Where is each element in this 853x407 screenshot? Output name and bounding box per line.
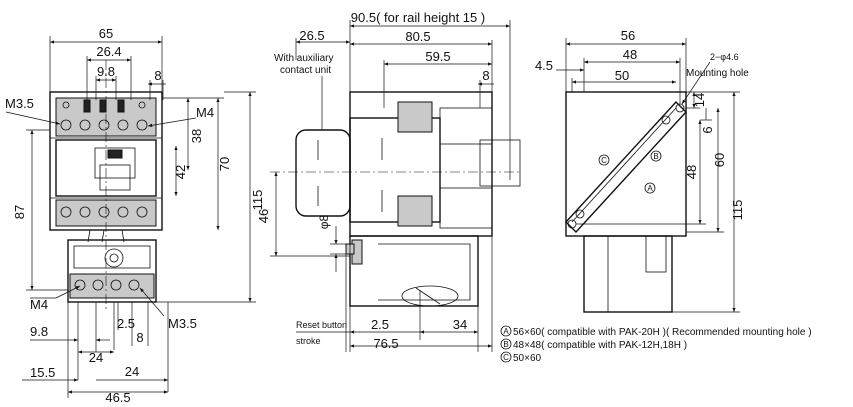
- dim-4-5: 4.5: [535, 58, 553, 73]
- diagonal-rail: [565, 100, 687, 234]
- dim-14: 14: [692, 93, 707, 107]
- dim-90-5-rail: 90.5( for rail height 15 ): [351, 10, 485, 25]
- dim-24-b: 24: [125, 364, 139, 379]
- hole-spec: 2−φ4.6: [710, 52, 739, 62]
- dim-9-8-bottom: 9.8: [30, 324, 48, 339]
- dim-6: 6: [700, 126, 715, 133]
- dim-2-5-side: 2.5: [371, 317, 389, 332]
- legend-text-b: 48×48( compatible with PAK-12H,18H ): [513, 340, 687, 351]
- hole-label: Mounting hole: [686, 68, 749, 79]
- aux-label-line1: With auxiliary: [274, 53, 333, 64]
- dim-24-a: 24: [89, 350, 103, 365]
- mounting-view: C B A 56 48 4.5 50 2−φ4.6 Mounting hole …: [535, 28, 749, 313]
- dim-70: 70: [217, 157, 232, 171]
- area-label-a: A: [647, 184, 653, 193]
- dim-2-5-front: 2.5: [117, 316, 135, 331]
- dim-115-front: 115: [250, 190, 265, 211]
- dim-8-bottom: 8: [136, 330, 143, 345]
- dim-115-mount: 115: [730, 200, 745, 221]
- dim-8-side: 8: [482, 68, 489, 83]
- dim-76-5: 76.5: [373, 336, 398, 351]
- area-label-b: B: [653, 152, 658, 161]
- legend: A 56×60( compatible with PAK-20H )( Reco…: [500, 325, 812, 364]
- dim-48-top: 48: [623, 47, 637, 62]
- side-view: 90.5( for rail height 15 ) 26.5 With aux…: [256, 10, 522, 352]
- dim-15-5: 15.5: [30, 365, 55, 380]
- svg-text:B: B: [503, 340, 508, 349]
- auxiliary-contact-unit: [295, 129, 351, 217]
- legend-item-a: A 56×60( compatible with PAK-20H )( Reco…: [500, 325, 812, 338]
- legend-text-a: 56×60( compatible with PAK-20H )( Recomm…: [513, 327, 812, 338]
- overload-relay: [67, 229, 157, 303]
- dim-48-vertical: 48: [684, 165, 699, 179]
- reset-label-line2: stroke: [296, 336, 321, 346]
- svg-text:A: A: [503, 327, 509, 336]
- dim-46: 46: [256, 209, 271, 223]
- dim-26-5: 26.5: [299, 28, 324, 43]
- label-m4-top: M4: [196, 105, 214, 120]
- area-label-c: C: [601, 156, 607, 165]
- legend-item-b: B 48×48( compatible with PAK-12H,18H ): [500, 338, 687, 351]
- mounting-hole-bottom: [567, 219, 577, 229]
- dim-80-5: 80.5: [405, 29, 430, 44]
- mounting-relay: [583, 235, 673, 313]
- dim-42: 42: [173, 165, 188, 179]
- dim-65: 65: [99, 26, 113, 41]
- dim-phi-8: φ8: [317, 214, 331, 229]
- label-m3-5-bottom: M3.5: [168, 316, 197, 331]
- dim-34: 34: [453, 317, 467, 332]
- dim-9-8-top: 9.8: [97, 64, 115, 79]
- dim-87: 87: [12, 205, 27, 219]
- legend-item-c: C 50×60: [500, 351, 542, 364]
- side-relay: [349, 235, 479, 307]
- dim-46-5: 46.5: [105, 390, 130, 405]
- dim-50: 50: [615, 68, 629, 83]
- dim-60: 60: [712, 153, 727, 167]
- legend-text-c: 50×60: [513, 353, 542, 364]
- svg-text:C: C: [503, 353, 509, 362]
- dim-59-5: 59.5: [425, 49, 450, 64]
- front-view: 65 26.4 9.8 8 M4 M3.5 38 70 42: [5, 26, 265, 405]
- dim-38: 38: [189, 129, 204, 143]
- dim-26-4: 26.4: [96, 44, 121, 59]
- aux-label-line2: contact unit: [280, 65, 331, 76]
- label-m4-bottom: M4: [30, 297, 48, 312]
- dim-56: 56: [621, 28, 635, 43]
- reset-label-line1: Reset button: [296, 320, 347, 330]
- label-m3-5-left: M3.5: [5, 96, 34, 111]
- dim-8-top: 8: [154, 68, 161, 83]
